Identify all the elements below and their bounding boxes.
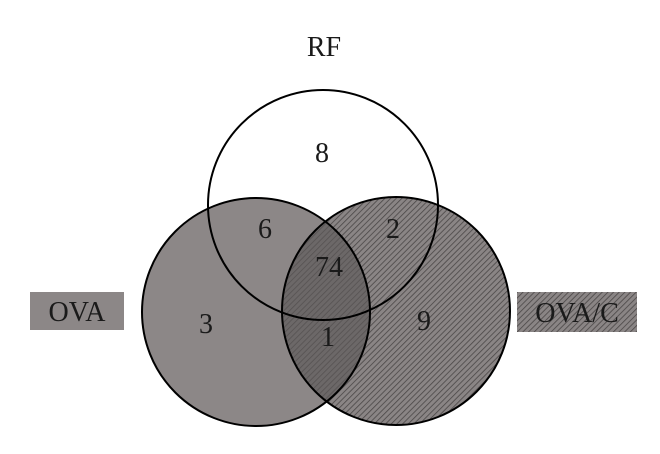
region-ovac-only-count: 9 — [417, 306, 431, 337]
ovac-label-box — [517, 292, 637, 332]
ova-circle-outline — [141, 197, 371, 427]
rf-label: RF — [307, 32, 341, 63]
ovac-label: OVA/C — [535, 298, 619, 329]
region-rf-ova-count: 6 — [258, 214, 272, 245]
region-rf-only-count: 8 — [315, 138, 329, 169]
region-ova-only-count: 3 — [199, 309, 213, 340]
region-ova-ovac-count: 1 — [321, 322, 335, 353]
ova-label: OVA — [48, 297, 106, 328]
rf-circle-outline — [207, 89, 439, 321]
ova-label-box — [30, 292, 124, 330]
ovac-circle-outline — [281, 196, 511, 426]
region-all-three-count: 74 — [315, 252, 343, 283]
region-rf-ovac-count: 2 — [386, 214, 400, 245]
